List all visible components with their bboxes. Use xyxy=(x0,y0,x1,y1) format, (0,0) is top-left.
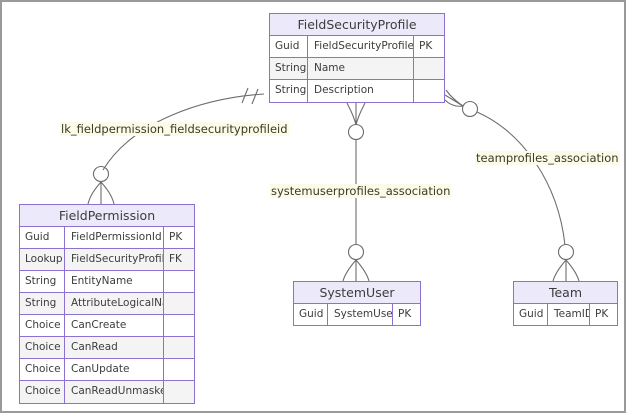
attribute-key xyxy=(164,293,194,314)
attribute-name: FieldPermissionId xyxy=(65,227,164,248)
attribute-name: FieldSecurityProfileId xyxy=(65,249,164,270)
attribute-type: String xyxy=(270,58,308,79)
attribute-type: Guid xyxy=(270,36,308,57)
relationship-label-systemuserprofiles_association[interactable]: systemuserprofiles_association xyxy=(270,184,452,198)
connector-lk-fieldpermission xyxy=(87,87,265,205)
attribute-row[interactable]: LookupFieldSecurityProfileId FK xyxy=(20,249,194,271)
attribute-type: String xyxy=(20,293,65,314)
attribute-name: CanReadUnmasked xyxy=(65,381,164,403)
entity-title: SystemUser xyxy=(294,282,420,304)
attribute-key xyxy=(164,337,194,358)
entity-title: FieldPermission xyxy=(20,205,194,227)
attribute-type: Lookup xyxy=(20,249,65,270)
attribute-name: Description xyxy=(308,80,414,102)
attribute-key xyxy=(164,315,194,336)
entity-title: Team xyxy=(514,282,617,304)
attribute-type: String xyxy=(20,271,65,292)
attribute-type: Choice xyxy=(20,381,65,403)
attribute-name: Name xyxy=(308,58,414,79)
attribute-key xyxy=(414,80,444,102)
attribute-key: PK xyxy=(419,40,433,52)
attribute-key: FK xyxy=(169,253,182,265)
entity-title: FieldSecurityProfile xyxy=(270,14,444,36)
attribute-type: Choice xyxy=(20,337,65,358)
attribute-type: Choice xyxy=(20,359,65,380)
attribute-name: EntityName xyxy=(65,271,164,292)
attribute-row[interactable]: StringAttributeLogicalName xyxy=(20,293,194,315)
attribute-key xyxy=(164,381,194,403)
attribute-key xyxy=(164,271,194,292)
relationship-label-teamprofiles_association[interactable]: teamprofiles_association xyxy=(475,151,620,165)
connector-teamprofiles xyxy=(444,89,580,282)
attribute-name: AttributeLogicalName xyxy=(65,293,164,314)
attribute-type: Choice xyxy=(20,315,65,336)
attribute-type: Guid xyxy=(20,227,65,248)
attribute-key: PK xyxy=(398,308,412,320)
attribute-name: CanRead xyxy=(65,337,164,358)
attribute-key: PK xyxy=(595,308,609,320)
attribute-name: CanCreate xyxy=(65,315,164,336)
entity-systemuser[interactable]: SystemUserGuidSystemUserId PK xyxy=(293,281,421,326)
attribute-row[interactable]: GuidSystemUserId PK xyxy=(294,304,420,326)
attribute-name: SystemUserId xyxy=(328,304,393,326)
attribute-key xyxy=(164,359,194,380)
attribute-name: TeamID xyxy=(548,304,590,326)
attribute-type: Guid xyxy=(514,304,548,326)
attribute-key: PK xyxy=(169,231,183,243)
attribute-name: FieldSecurityProfileId xyxy=(308,36,414,57)
attribute-type: Guid xyxy=(294,304,328,326)
attribute-key xyxy=(414,58,444,79)
attribute-type: String xyxy=(270,80,308,102)
attribute-name: CanUpdate xyxy=(65,359,164,380)
relationship-label-lk_fieldpermission[interactable]: lk_fieldpermission_fieldsecurityprofilei… xyxy=(60,122,289,136)
